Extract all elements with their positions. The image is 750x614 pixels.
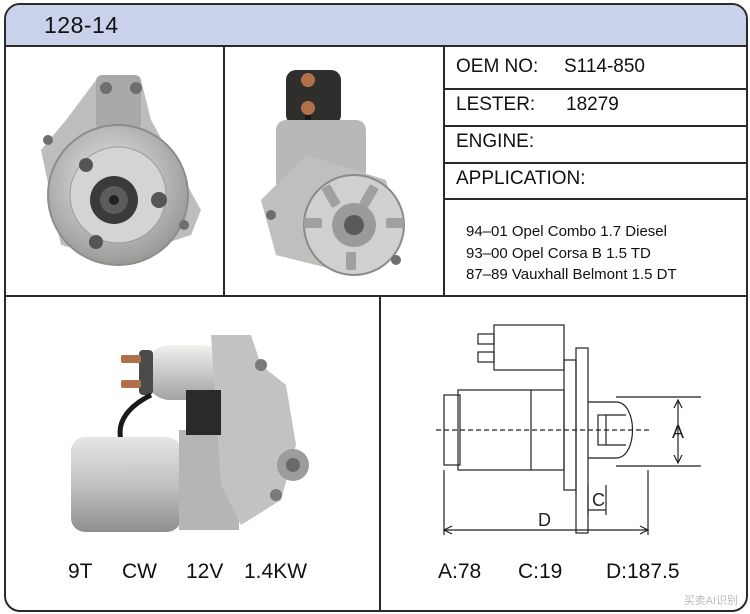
divider <box>223 45 225 296</box>
divider <box>443 162 746 164</box>
starter-front-photo <box>26 60 211 285</box>
divider <box>443 125 746 127</box>
dimension-drawing: A C D <box>416 320 716 540</box>
power-rating: 1.4KW <box>244 560 308 583</box>
divider <box>6 295 746 297</box>
divider <box>379 295 381 610</box>
divider <box>443 45 445 296</box>
application-item: 87–89 Vauxhall Belmont 1.5 DT <box>466 266 677 283</box>
watermark: 买卖AI识别 <box>683 595 738 607</box>
dim-d-label: D <box>538 510 551 530</box>
starter-side-photo <box>61 325 321 535</box>
part-number: 128-14 <box>44 12 119 38</box>
application-item: 94–01 Opel Combo 1.7 Diesel <box>466 223 667 240</box>
application-list: 94–01 Opel Combo 1.7 Diesel 93–00 Opel C… <box>466 221 677 286</box>
oem-label: OEM NO: <box>456 56 539 77</box>
starter-rear-photo <box>246 60 431 285</box>
header-bar: 128-14 <box>6 5 746 47</box>
dim-d-value: D:187.5 <box>606 560 680 583</box>
divider <box>443 198 746 200</box>
application-label: APPLICATION: <box>456 168 586 189</box>
product-card: 128-14 <box>4 3 748 612</box>
application-item: 93–00 Opel Corsa B 1.5 TD <box>466 244 651 262</box>
dim-a-value: A:78 <box>438 560 482 583</box>
dim-c-label: C <box>592 490 605 510</box>
voltage-rating: 12V <box>186 560 224 583</box>
lester-value: 18279 <box>566 94 619 115</box>
engine-label: ENGINE: <box>456 131 535 152</box>
divider <box>443 88 746 90</box>
lester-label: LESTER: <box>456 94 536 115</box>
oem-value: S114-850 <box>564 56 645 77</box>
dim-c-value: C:19 <box>518 560 563 583</box>
dim-a-label: A <box>672 422 684 442</box>
rotation-rating: CW <box>122 560 157 583</box>
teeth-rating: 9T <box>68 560 93 583</box>
